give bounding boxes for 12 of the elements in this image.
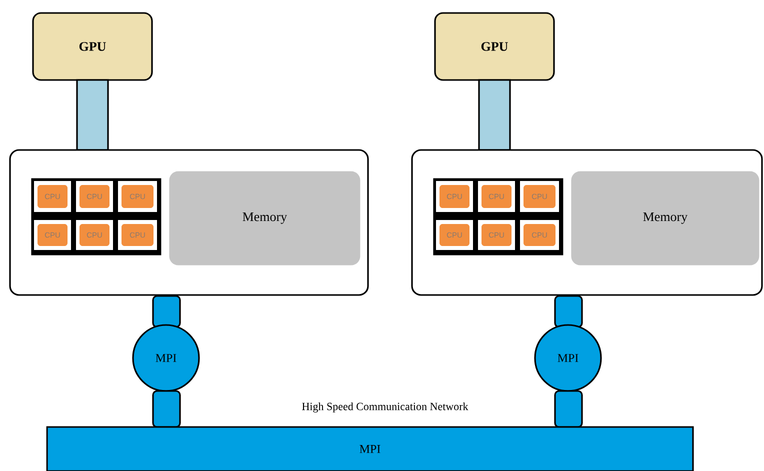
connector-bar <box>152 295 181 328</box>
gpu-box: GPU <box>434 12 555 81</box>
connector-bar <box>76 79 109 151</box>
connector-bar <box>152 390 181 428</box>
memory-block: Memory <box>169 171 360 266</box>
connector-bar <box>478 79 511 151</box>
connector-bar <box>554 295 583 328</box>
node-label: High Speed Communication Network <box>302 402 468 412</box>
gpu-box: GPU <box>32 12 153 81</box>
memory-block: Memory <box>571 171 760 266</box>
network-bar: High Speed Communication Network MPI <box>46 402 694 471</box>
connector-bar <box>554 390 583 428</box>
